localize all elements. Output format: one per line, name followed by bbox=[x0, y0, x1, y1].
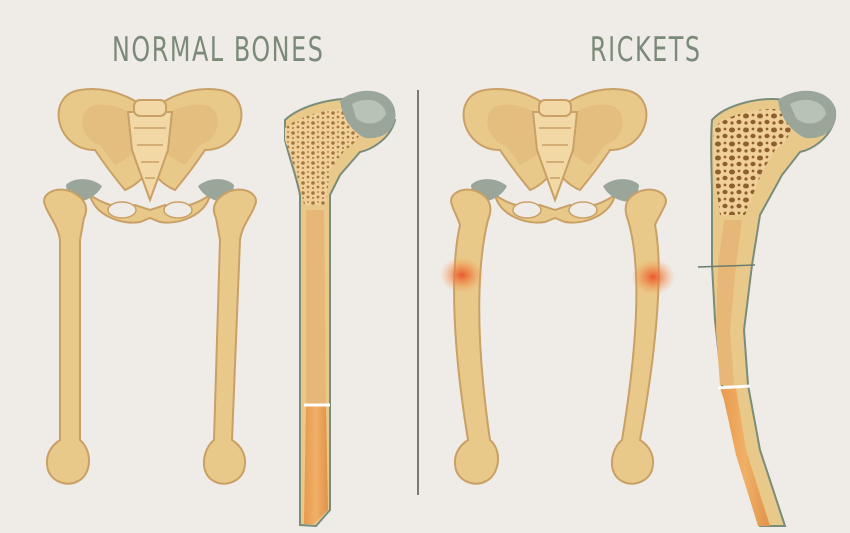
rickets-pelvis bbox=[464, 89, 647, 222]
normal-skeleton bbox=[44, 89, 256, 484]
inflammation-right bbox=[631, 259, 675, 295]
rickets-growth-line bbox=[718, 386, 750, 388]
rickets-femur-section bbox=[698, 91, 836, 526]
inflammation-left bbox=[440, 257, 484, 293]
rickets-skeleton bbox=[440, 89, 675, 484]
normal-femur-section bbox=[285, 91, 395, 526]
rickets-femur-right bbox=[612, 190, 666, 484]
normal-femur-right bbox=[204, 190, 256, 484]
normal-femur-left bbox=[44, 190, 89, 484]
rickets-femur-left bbox=[451, 190, 498, 484]
normal-pelvis bbox=[59, 89, 242, 222]
